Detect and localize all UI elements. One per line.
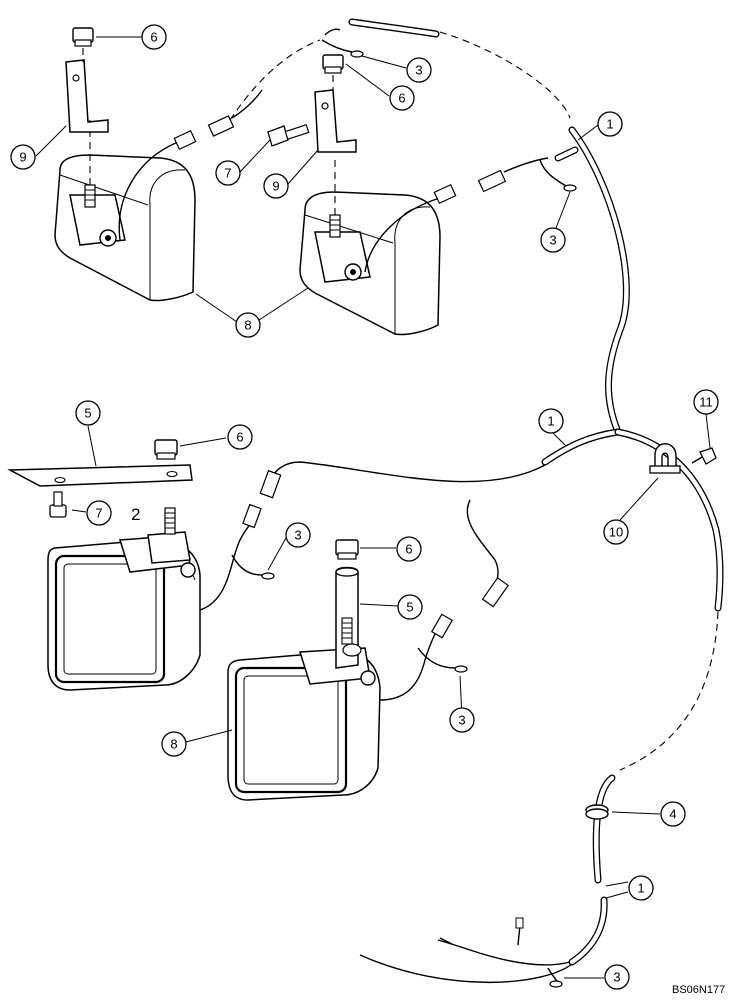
- callout-7-b: 7: [86, 500, 112, 526]
- clamp-screw: [691, 447, 717, 465]
- svg-text:3: 3: [415, 63, 422, 78]
- harness-clamp: [649, 443, 681, 474]
- callout-9-a: 9: [10, 144, 36, 170]
- callout-7-a: 7: [215, 160, 241, 186]
- svg-text:7: 7: [95, 506, 102, 521]
- callout-1-a: 1: [597, 111, 623, 137]
- svg-text:10: 10: [609, 525, 623, 540]
- upper-bolt: [267, 124, 310, 147]
- callout-3-e: 3: [604, 964, 630, 990]
- svg-text:1: 1: [547, 414, 554, 429]
- wiring-harness: [229, 18, 724, 986]
- lower-left-connector: [231, 469, 282, 580]
- svg-text:9: 9: [272, 179, 279, 194]
- callout-6-b: 6: [389, 85, 415, 111]
- svg-text:5: 5: [84, 406, 91, 421]
- svg-text:6: 6: [150, 30, 157, 45]
- svg-text:11: 11: [699, 395, 713, 410]
- callout-4: 4: [660, 801, 686, 827]
- upper-right-lamp: [299, 160, 441, 336]
- upper-left-nut: [72, 27, 94, 62]
- bottom-ring-terminal: [549, 980, 563, 988]
- svg-text:6: 6: [405, 542, 412, 557]
- svg-text:3: 3: [613, 970, 620, 985]
- strap-bracket: [7, 464, 193, 487]
- callout-5-a: 5: [75, 400, 101, 426]
- upper-left-connector: [173, 89, 263, 151]
- svg-text:3: 3: [458, 713, 465, 728]
- top-ring-terminal: [321, 28, 364, 58]
- callout-3-c: 3: [285, 522, 311, 548]
- lower-right-nut: [335, 539, 359, 560]
- callout-6-c: 6: [227, 424, 253, 450]
- svg-text:7: 7: [224, 166, 231, 181]
- lower-left-lamp: [47, 507, 254, 691]
- callout-11: 11: [693, 389, 719, 415]
- svg-text:6: 6: [398, 91, 405, 106]
- upper-left-lamp: [54, 120, 196, 302]
- callout-3-a: 3: [406, 57, 432, 83]
- upper-left-bracket: [65, 59, 109, 133]
- svg-text:1: 1: [637, 881, 644, 896]
- callout-10: 10: [603, 519, 629, 545]
- callout-8-a: 8: [235, 312, 261, 338]
- callout-3-b: 3: [540, 227, 566, 253]
- upper-right-connector: [433, 157, 577, 205]
- callout-1-b: 1: [538, 408, 564, 434]
- lower-right-connector: [417, 577, 510, 673]
- svg-text:3: 3: [294, 528, 301, 543]
- upper-right-bracket: [314, 89, 357, 153]
- svg-text:3: 3: [549, 233, 556, 248]
- svg-text:4: 4: [669, 807, 676, 822]
- callout-8-b: 8: [161, 731, 187, 757]
- callout-leaders: [35, 36, 711, 979]
- svg-text:6: 6: [236, 430, 243, 445]
- svg-text:8: 8: [170, 737, 177, 752]
- svg-text:8: 8: [244, 318, 251, 333]
- lower-right-lamp: [227, 631, 437, 801]
- svg-text:1: 1: [606, 117, 613, 132]
- inline-label-2: 2: [131, 505, 140, 524]
- callout-6-a: 6: [141, 24, 167, 50]
- callout-3-d: 3: [449, 707, 475, 733]
- svg-text:9: 9: [19, 150, 26, 165]
- figure-code: BS06N177: [672, 984, 725, 996]
- callout-9-b: 9: [263, 173, 289, 199]
- lower-left-nut: [154, 439, 178, 460]
- vertical-bracket: [335, 566, 362, 669]
- lower-bolt: [49, 491, 67, 518]
- callout-6-d: 6: [396, 536, 422, 562]
- svg-text:5: 5: [406, 600, 413, 615]
- callout-1-c: 1: [628, 875, 654, 901]
- upper-right-nut: [322, 54, 344, 90]
- callout-5-b: 5: [397, 594, 423, 620]
